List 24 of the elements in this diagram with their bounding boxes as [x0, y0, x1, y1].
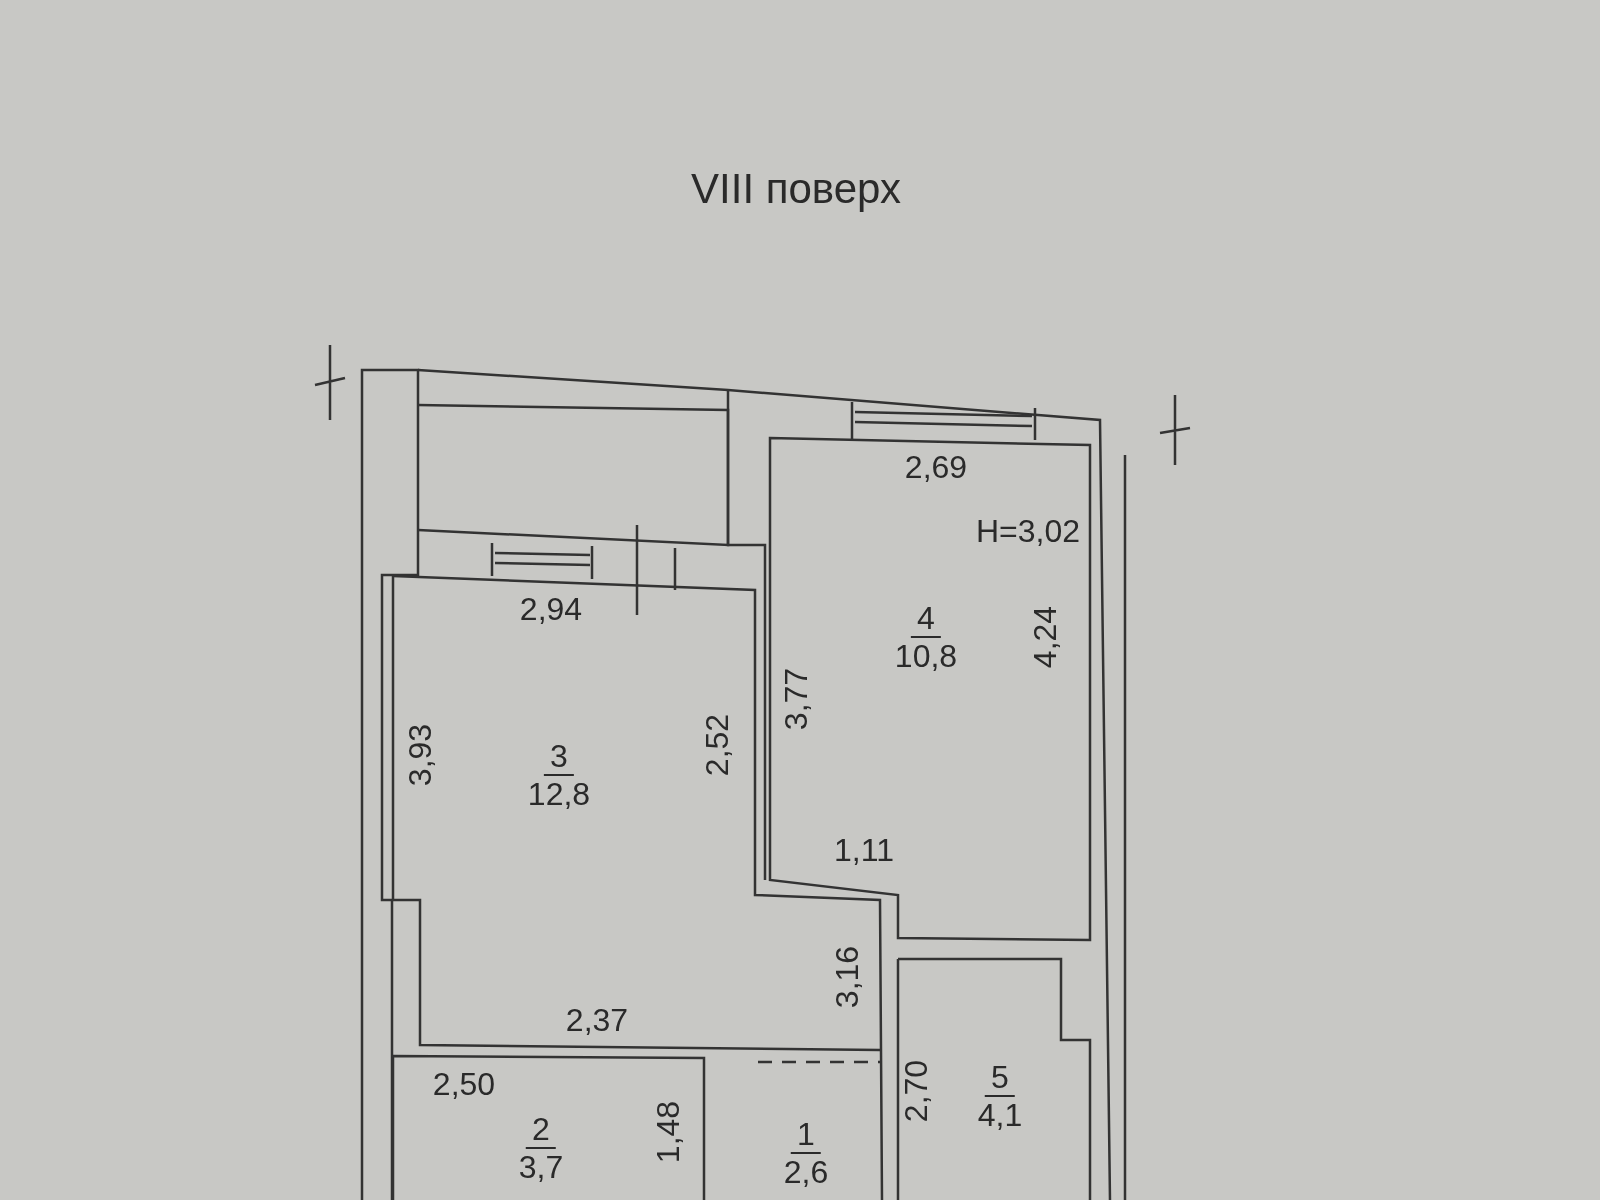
room-area: 10,8 [894, 638, 958, 674]
dimension-label: 2,52 [698, 713, 736, 777]
dimension-label: Н=3,02 [975, 512, 1081, 550]
room-area: 3,7 [518, 1149, 564, 1185]
room-number: 4 [911, 600, 941, 638]
dimension-label: 2,69 [904, 448, 968, 486]
dimension-label: 3,77 [777, 667, 815, 731]
room-area: 2,6 [783, 1154, 829, 1190]
dimension-label: 2,37 [565, 1001, 629, 1039]
room-area: 12,8 [527, 776, 591, 812]
dimension-label: 3,93 [401, 723, 439, 787]
dimension-label: 1,11 [834, 831, 894, 869]
room-number: 1 [791, 1116, 821, 1154]
dimension-label: 3,16 [828, 945, 866, 1009]
dimension-label: 2,70 [897, 1059, 935, 1123]
room-number: 5 [985, 1059, 1015, 1097]
room-area: 4,1 [977, 1097, 1023, 1133]
room-number: 2 [526, 1111, 556, 1149]
dimension-label: 2,94 [519, 590, 583, 628]
dimension-label: 1,48 [649, 1100, 687, 1164]
dimension-label: 4,24 [1026, 605, 1064, 669]
floor-title: VIII поверх [691, 165, 901, 213]
dimension-label: 2,50 [432, 1065, 496, 1103]
room-number: 3 [544, 738, 574, 776]
